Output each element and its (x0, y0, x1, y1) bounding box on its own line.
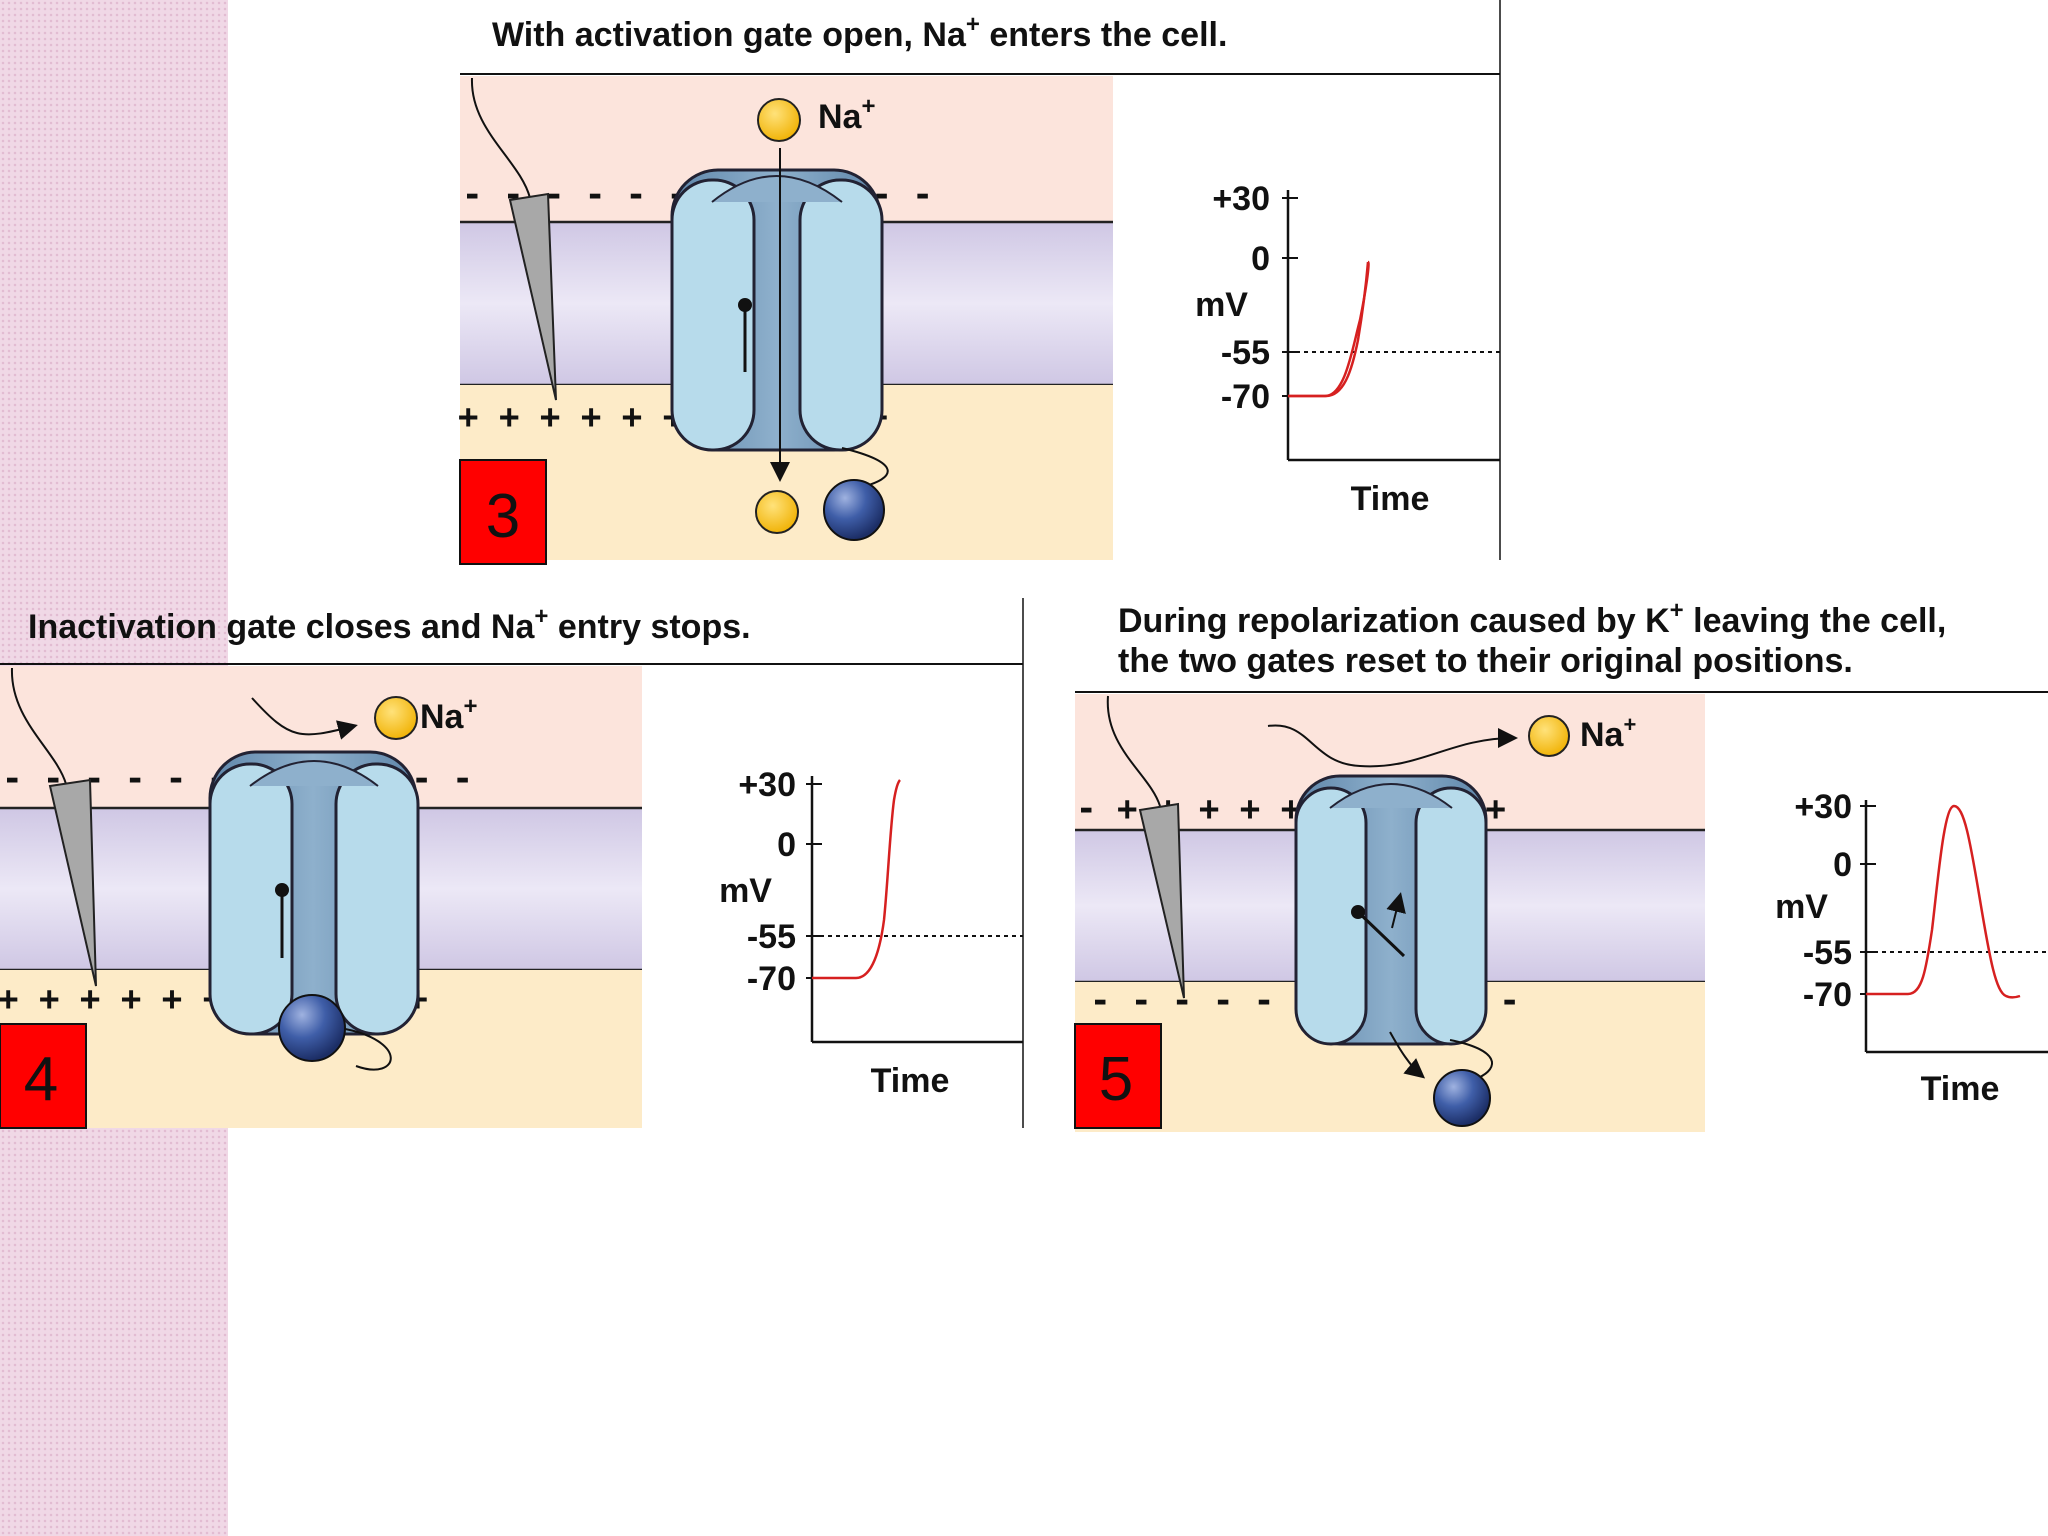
y-tick-label: 0 (1251, 240, 1270, 278)
channel-subunit-left (670, 178, 756, 452)
y-tick-label: -55 (1221, 334, 1270, 372)
y-tick-label: 0 (777, 826, 796, 864)
channel-subunit-right (1414, 786, 1488, 1046)
sodium-ion-label: Na+ (1580, 712, 1636, 754)
recording-electrode (1138, 802, 1185, 999)
electrode-wire (1106, 695, 1161, 807)
channel-subunit-right (798, 178, 884, 452)
inactivation-gate-ball (278, 994, 346, 1062)
x-axis-label: Time (871, 1062, 950, 1100)
panel-3-title: With activation gate open, Na+ enters th… (492, 11, 1227, 54)
y-axis-unit: mV (1195, 286, 1248, 324)
membrane-potential-trace (1288, 261, 1370, 398)
recording-electrode (508, 192, 557, 401)
membrane-potential-graph: +30 0 mV -55 -70 Time (1775, 788, 2048, 1108)
activation-gate (1356, 910, 1406, 958)
panel-step-3: With activation gate open, Na+ enters th… (458, 0, 1501, 565)
ball-release-arrow (1389, 1031, 1426, 1079)
x-axis-label: Time (1351, 480, 1430, 518)
y-axis-unit: mV (1775, 888, 1828, 926)
step-badge (0, 1023, 87, 1129)
y-tick-label: -55 (1803, 934, 1852, 972)
sodium-ion (374, 696, 418, 740)
y-tick-label: -55 (747, 918, 796, 956)
y-tick-label: -70 (1221, 378, 1270, 416)
y-tick-label: +30 (1794, 788, 1852, 826)
step-number: 3 (486, 482, 520, 551)
y-tick-label: -70 (1803, 976, 1852, 1014)
x-axis-label: Time (1921, 1070, 2000, 1108)
sodium-ion-label: Na+ (818, 93, 875, 136)
sodium-ion-label: Na+ (420, 693, 477, 736)
step-badge (459, 459, 547, 565)
channel-subunit-left (208, 762, 294, 1036)
membrane-potential-graph: +30 0 mV -55 -70 Time (1195, 180, 1500, 518)
gate-reset-arrow (1386, 892, 1406, 929)
sodium-ion-outside (757, 98, 801, 142)
activation-gate-pivot (1351, 905, 1365, 919)
sodium-ion (1528, 715, 1570, 757)
recording-electrode (48, 778, 97, 987)
membrane-potential-graph: +30 0 mV -55 -70 Time (719, 766, 1023, 1100)
y-tick-label: 0 (1833, 846, 1852, 884)
y-tick-label: +30 (1212, 180, 1270, 218)
membrane-potential-trace (812, 779, 901, 980)
membrane-potential-trace (1866, 804, 2021, 999)
y-tick-label: +30 (738, 766, 796, 804)
step-number: 4 (24, 1045, 58, 1114)
step-badge (1074, 1023, 1162, 1129)
y-tick-label: -70 (747, 960, 796, 998)
activation-gate-pivot (275, 883, 289, 897)
activation-gate-pivot (738, 298, 752, 312)
y-axis-unit: mV (719, 872, 772, 910)
electrode-wire (470, 77, 531, 199)
channel-subunit-right (334, 762, 420, 1036)
panel-step-4: Inactivation gate closes and Na+ entry s… (0, 598, 1024, 1129)
panel-4-title: Inactivation gate closes and Na+ entry s… (28, 603, 751, 646)
panel-5-title-line-1: During repolarization caused by K+ leavi… (1118, 597, 1946, 640)
channel-subunit-left (1294, 786, 1368, 1046)
panel-step-5: During repolarization caused by K+ leavi… (1074, 597, 2048, 1132)
inactivation-tether (339, 1027, 392, 1071)
electrode-wire (10, 667, 67, 785)
step-number: 5 (1099, 1045, 1133, 1114)
sodium-arrow (1267, 724, 1518, 768)
sodium-arrow (251, 697, 358, 740)
inactivation-gate-ball (1433, 1069, 1491, 1127)
sodium-ion-inside (755, 490, 799, 534)
inactivation-gate-ball (823, 479, 885, 541)
panel-5-title-line-2: the two gates reset to their original po… (1118, 642, 1853, 680)
inactivation-tether (1449, 1039, 1494, 1079)
